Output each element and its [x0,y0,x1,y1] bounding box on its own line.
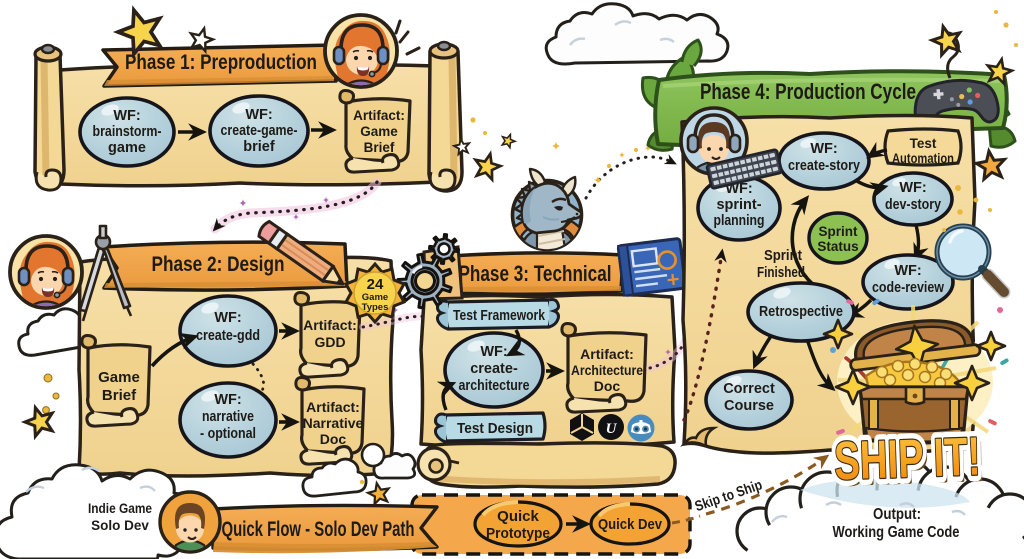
svg-text:Test Framework: Test Framework [453,307,546,324]
svg-text:Test Design: Test Design [457,420,533,437]
svg-text:SHIP IT!: SHIP IT! [833,426,981,491]
svg-text:Sprint: Sprint [764,248,802,264]
svg-text:Game: Game [362,292,388,303]
svg-text:Finished: Finished [757,265,805,281]
svg-text:WF:narrative- optional: WF:narrative- optional [200,392,256,442]
svg-text:Phase 3: Technical: Phase 3: Technical [459,261,612,286]
svg-text:Types: Types [362,302,389,313]
svg-text:24: 24 [367,276,384,293]
svg-text:Phase 4: Production Cycle: Phase 4: Production Cycle [700,79,916,104]
svg-text:Solo Dev: Solo Dev [91,518,149,533]
svg-text:Output:: Output: [873,506,921,523]
svg-text:Working Game Code: Working Game Code [833,524,960,541]
svg-text:U: U [606,421,618,437]
svg-text:SHIP IT!: SHIP IT! [837,431,985,496]
svg-text:Quick Dev: Quick Dev [598,516,663,533]
svg-text:Phase 2: Design: Phase 2: Design [152,253,285,276]
svg-text:Phase 1: Preproduction: Phase 1: Preproduction [125,51,317,74]
svg-text:WF:sprint-planning: WF:sprint-planning [714,181,765,229]
svg-text:SHIP IT!: SHIP IT! [833,426,981,491]
svg-text:Retrospective: Retrospective [759,303,843,320]
svg-text:Quick Flow - Solo Dev Path: Quick Flow - Solo Dev Path [222,518,415,541]
svg-text:Indie Game: Indie Game [88,501,152,516]
